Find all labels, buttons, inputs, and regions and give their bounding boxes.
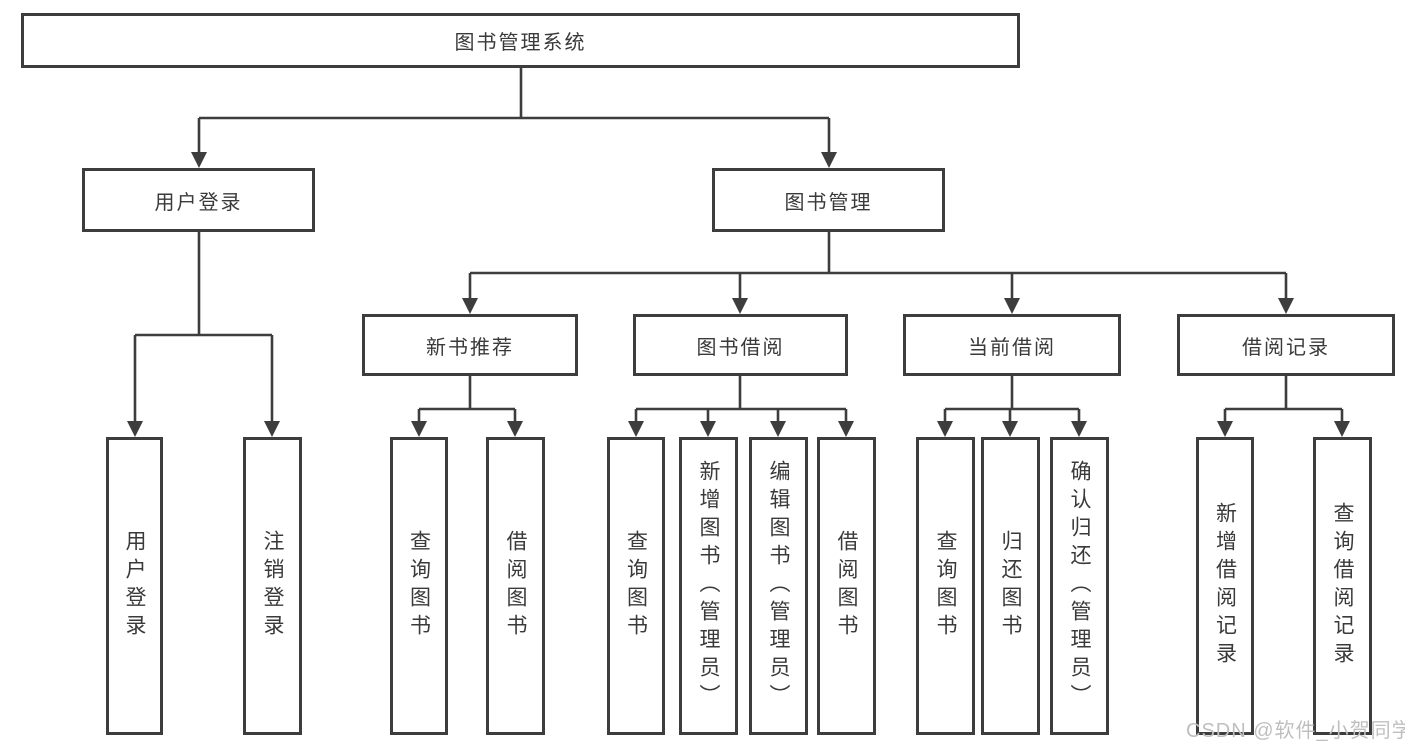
node-book-management: 图书管理 xyxy=(712,168,945,232)
node-user-login: 用户登录 xyxy=(82,168,315,232)
leaf-return-books: 归还图书 xyxy=(981,437,1040,735)
node-new-book-recommend: 新书推荐 xyxy=(362,314,578,376)
node-root-system: 图书管理系统 xyxy=(21,13,1020,68)
leaf-add-books-admin: 新增图书（管理员） xyxy=(679,437,738,735)
leaf-confirm-return-admin: 确认归还（管理员） xyxy=(1050,437,1109,735)
leaf-current-query-books: 查询图书 xyxy=(916,437,975,735)
leaf-recommend-query-books: 查询图书 xyxy=(390,437,448,735)
watermark: CSDN @软件_小贺同学 xyxy=(1186,720,1405,742)
leaf-edit-books-admin: 编辑图书（管理员） xyxy=(749,437,808,735)
leaf-user-login: 用户登录 xyxy=(106,437,163,735)
connector-paths xyxy=(133,68,1344,423)
node-book-borrowing: 图书借阅 xyxy=(633,314,848,376)
leaf-query-borrow-record: 查询借阅记录 xyxy=(1313,437,1372,735)
arrowhead-icons xyxy=(127,152,1350,437)
node-borrowing-records: 借阅记录 xyxy=(1177,314,1395,376)
leaf-borrow-query-books: 查询图书 xyxy=(607,437,665,735)
leaf-logout: 注销登录 xyxy=(243,437,302,735)
leaf-add-borrow-record: 新增借阅记录 xyxy=(1196,437,1254,735)
node-current-borrowing: 当前借阅 xyxy=(903,314,1121,376)
leaf-recommend-borrow-books: 借阅图书 xyxy=(486,437,545,735)
leaf-borrow-books: 借阅图书 xyxy=(817,437,876,735)
